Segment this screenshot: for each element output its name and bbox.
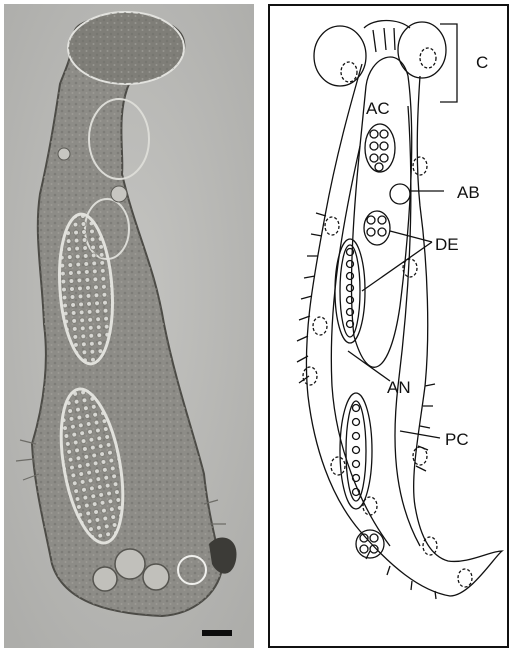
dashed-organelles: [303, 48, 472, 587]
de-leaders: [362, 231, 432, 291]
cap-ridges: [373, 28, 395, 52]
bubble: [143, 564, 169, 590]
pc-leader: [400, 431, 440, 438]
de-cluster-upper: [365, 124, 395, 172]
posterior-vesicle: [340, 393, 372, 509]
de-cluster-middle: [364, 211, 390, 245]
label-ac: AC: [366, 99, 390, 118]
line-drawing: C AC AB DE AN PC: [270, 6, 507, 646]
micrograph-panel: [4, 4, 254, 648]
label-ab: AB: [457, 183, 480, 202]
label-pc: PC: [445, 430, 469, 449]
scale-bar: [202, 630, 232, 636]
de-vesicle-long-upper: [335, 239, 365, 343]
label-c: C: [476, 53, 488, 72]
bubble: [93, 567, 117, 591]
cap-top: [364, 21, 410, 29]
bubble: [115, 549, 145, 579]
micrograph-image: [4, 4, 254, 648]
label-an: AN: [387, 378, 411, 397]
ab-vacuole: [390, 184, 410, 204]
drawing-panel: C AC AB DE AN PC: [268, 4, 509, 648]
lower-cluster: [356, 530, 384, 558]
an-leader: [348, 351, 390, 381]
inner-line-right: [395, 106, 420, 546]
label-de: DE: [435, 235, 459, 254]
inner-line-left: [331, 146, 390, 546]
